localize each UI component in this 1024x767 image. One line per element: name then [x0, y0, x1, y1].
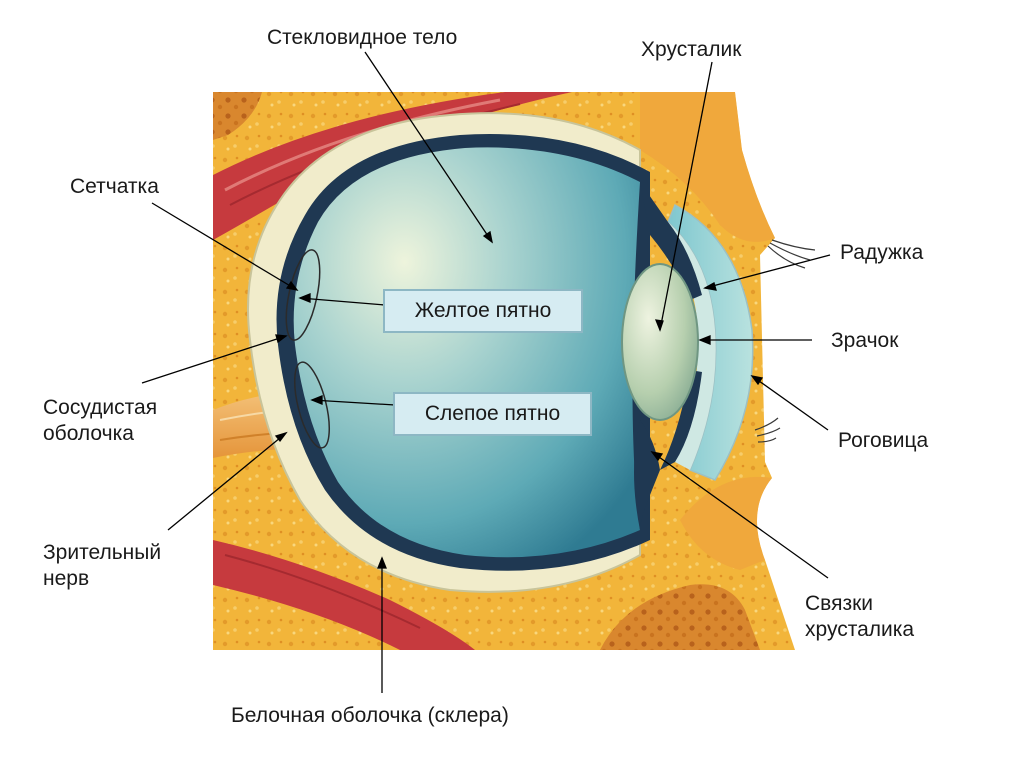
label-sclera: Белочная оболочка (склера)	[231, 704, 509, 727]
upper-muscle	[213, 92, 572, 240]
anterior-chamber	[660, 222, 716, 470]
lower-eyelid	[680, 476, 772, 570]
label-vitreous-body: Стекловидное тело	[267, 26, 458, 49]
bone-bottom-right	[600, 584, 760, 650]
macula-outline	[285, 249, 321, 341]
upper-eyelid	[640, 92, 775, 242]
label-blind-spot-box: Слепое пятно	[393, 392, 592, 436]
blind-spot-outline	[293, 361, 331, 449]
label-cornea: Роговица	[838, 429, 929, 452]
iris-lower	[660, 370, 702, 470]
ciliary-body	[634, 420, 660, 530]
lens	[621, 263, 699, 421]
bone-top-left	[213, 92, 262, 140]
iris-upper	[640, 182, 702, 300]
vitreous-body	[293, 147, 640, 558]
label-pupil: Зрачок	[831, 329, 899, 352]
label-lens-zonules: Связки хрусталика	[805, 592, 915, 641]
label-retina: Сетчатка	[70, 175, 159, 198]
label-choroid: Сосудистая оболочка	[43, 396, 158, 445]
label-lens: Хрусталик	[641, 38, 742, 61]
label-optic-nerve: Зрительный нерв	[43, 541, 162, 590]
eyelashes	[754, 239, 816, 443]
leader-lines	[141, 51, 831, 693]
label-iris: Радужка	[840, 241, 924, 264]
label-macula-box: Желтое пятно	[383, 289, 583, 333]
